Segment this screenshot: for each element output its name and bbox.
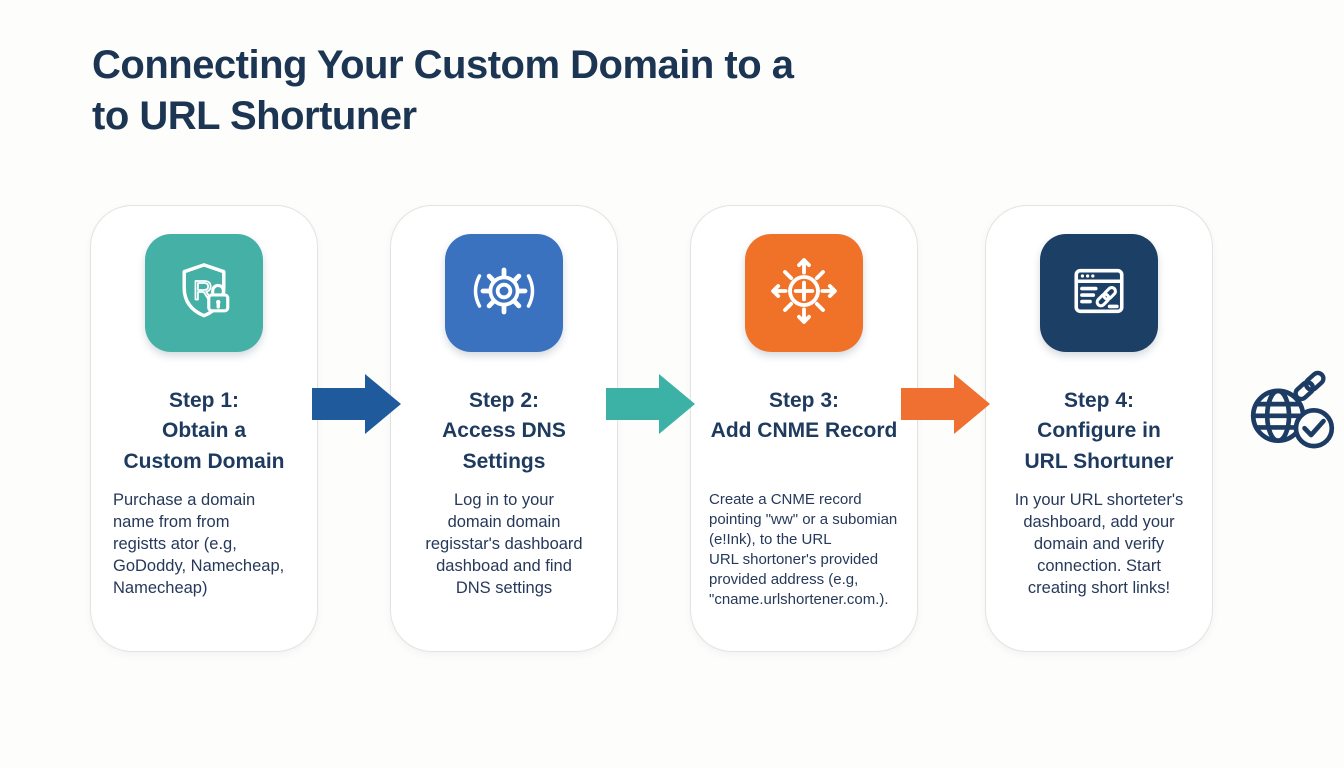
distribute-arrows-icon bbox=[764, 251, 844, 336]
step-card-1: R Step 1: Obtain a Custom Domain Purchas… bbox=[90, 205, 318, 652]
step-3-description: Create a CNME record pointing "ww" or a … bbox=[709, 491, 898, 608]
arrow-step2-step3-icon bbox=[606, 374, 695, 434]
gear-signal-icon bbox=[466, 253, 542, 334]
globe-link-check-icon bbox=[1233, 352, 1344, 464]
step-4-icon-tile bbox=[1040, 234, 1158, 352]
arrow-step3-step4-icon bbox=[901, 374, 990, 434]
step-card-3: Step 3: Add CNME Record Create a CNME re… bbox=[690, 205, 918, 652]
step-card-4: Step 4: Configure in URL Shortuner In yo… bbox=[985, 205, 1213, 652]
step-card-2: Step 2: Access DNS Settings Log in to yo… bbox=[390, 205, 618, 652]
step-2-icon-tile bbox=[445, 234, 563, 352]
arrow-step1-step2-icon bbox=[312, 374, 401, 434]
step-2-title: Step 2: Access DNS Settings bbox=[442, 389, 566, 473]
shield-lock-icon: R bbox=[166, 253, 242, 334]
step-1-description: Purchase a domain name from from registt… bbox=[113, 491, 285, 597]
page-title: Connecting Your Custom Domain to a to UR… bbox=[92, 43, 794, 139]
step-4-title: Step 4: Configure in URL Shortuner bbox=[1024, 389, 1174, 473]
step-4-description: In your URL shorteter's dashboard, add y… bbox=[1014, 491, 1184, 597]
browser-link-icon bbox=[1060, 252, 1138, 335]
step-1-title: Step 1: Obtain a Custom Domain bbox=[123, 389, 285, 473]
step-1-icon-tile: R bbox=[145, 234, 263, 352]
step-2-description: Log in to your domain domain regisstar's… bbox=[425, 491, 583, 597]
step-3-icon-tile bbox=[745, 234, 863, 352]
step-3-title: Step 3: Add CNME Record bbox=[710, 389, 898, 443]
